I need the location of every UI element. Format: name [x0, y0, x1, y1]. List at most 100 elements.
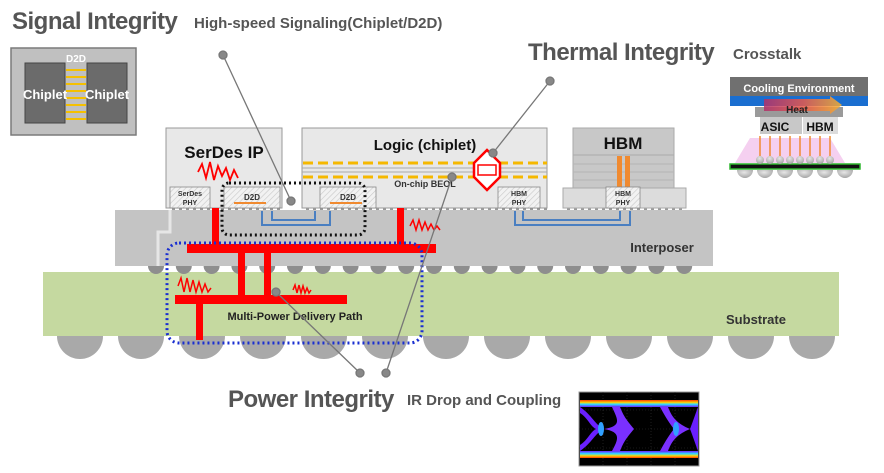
interposer-bump [509, 266, 526, 274]
micro-bump [270, 208, 273, 210]
micro-bump [616, 208, 619, 210]
micro-bump [623, 208, 626, 210]
logic-die-label: Logic (chiplet) [374, 137, 477, 154]
micro-bump [530, 208, 533, 210]
substrate-ball [728, 336, 774, 359]
power-path-label: Multi-Power Delivery Path [227, 311, 362, 323]
thermal-ball [737, 170, 753, 178]
serdes-phy-label-2: PHY [183, 200, 198, 207]
substrate-ball [362, 336, 408, 359]
interposer-bump [592, 266, 609, 274]
micro-bump [327, 208, 330, 210]
beol-label: On-chip BEOL [394, 179, 456, 189]
micro-bumps [172, 208, 682, 210]
micro-bump [453, 208, 456, 210]
substrate-ball [240, 336, 286, 359]
d2d-inset: D2D Chiplet Chiplet [10, 47, 137, 136]
logic-hbm-phy-label-1: HBM [511, 191, 527, 198]
micro-bump [228, 208, 231, 210]
interposer-bumps [148, 266, 693, 274]
micro-bump [425, 208, 428, 210]
inset-chiplet-right [86, 62, 128, 124]
eye-diagram [578, 391, 700, 467]
interposer-bump [537, 266, 554, 274]
interposer-bump [453, 266, 470, 274]
micro-bump [235, 208, 238, 210]
micro-bump [474, 208, 477, 210]
interposer-bump [342, 266, 359, 274]
micro-bump [404, 208, 407, 210]
hbm-die-label: HBM [604, 134, 643, 153]
interposer-bump [287, 266, 303, 274]
micro-bump [207, 208, 210, 210]
substrate-ball [545, 336, 591, 359]
substrate-label: Substrate [726, 312, 786, 327]
thermal-ball [817, 170, 833, 178]
interposer-bump [620, 266, 637, 274]
micro-bump [602, 208, 605, 210]
callout-leaders [218, 50, 555, 378]
asic-label: ASIC [761, 120, 790, 134]
micro-bump [249, 208, 252, 210]
substrate-ball [301, 336, 347, 359]
serdes-phy-label-1: SerDes [178, 191, 202, 198]
micro-bump [651, 208, 654, 210]
inset-d2d-links [66, 69, 86, 120]
heat-label: Heat [786, 105, 808, 116]
thermal-ball-small [786, 156, 794, 164]
interposer [115, 210, 713, 266]
substrate-ball [118, 336, 164, 359]
substrate-ball [484, 336, 530, 359]
inset-chiplet-left [24, 62, 66, 124]
interposer-bump [398, 266, 415, 274]
signal-integrity-title: Signal Integrity [12, 8, 178, 35]
interposer-bump [676, 266, 693, 274]
interposer-bump [565, 266, 581, 274]
micro-bump [306, 208, 309, 210]
substrate-solder-balls [57, 336, 835, 359]
micro-bump [256, 208, 259, 210]
thermal-ball [797, 170, 813, 178]
interposer-bump [148, 266, 164, 274]
thermal-ball [757, 170, 773, 178]
logic-hbm-phy [497, 186, 541, 209]
micro-bump [609, 208, 612, 210]
micro-bump [362, 208, 365, 210]
micro-bump [581, 208, 584, 210]
d2d-left-label: D2D [244, 193, 260, 202]
micro-bump [516, 208, 519, 210]
micro-bump [637, 208, 640, 210]
substrate-ball [789, 336, 835, 359]
interposer-signal-traces [261, 211, 631, 226]
interposer-bump [481, 266, 498, 274]
interposer-label: Interposer [630, 240, 694, 255]
micro-bump [383, 208, 386, 210]
micro-bump [665, 208, 668, 210]
micro-bump [193, 208, 196, 210]
interposer-bump [314, 266, 331, 274]
hbm-stack [562, 127, 687, 209]
heat-arrow-icon [764, 96, 842, 114]
micro-bump [446, 208, 449, 210]
hbm-phy-label-2: PHY [616, 200, 631, 207]
thermal-ball-small [766, 156, 774, 164]
micro-bump [630, 208, 633, 210]
micro-bump [376, 208, 379, 210]
micro-bump [658, 208, 661, 210]
interposer-bump [370, 266, 387, 274]
micro-bump [432, 208, 435, 210]
thermal-ball-small [816, 156, 824, 164]
micro-bump [348, 208, 351, 210]
micro-bump [418, 208, 421, 210]
on-chip-beol [302, 161, 547, 179]
thermal-ball-small [796, 156, 804, 164]
micro-bump [263, 208, 266, 210]
signal-integrity-subtitle: High-speed Signaling(Chiplet/D2D) [194, 15, 443, 32]
micro-bump [439, 208, 442, 210]
thermal-integrity-title: Thermal Integrity [528, 39, 715, 66]
crosstalk-arrow-icon [472, 148, 502, 192]
serdes-phy [169, 186, 211, 209]
micro-bump [277, 208, 280, 210]
micro-bump [200, 208, 203, 210]
micro-bump [509, 208, 512, 210]
